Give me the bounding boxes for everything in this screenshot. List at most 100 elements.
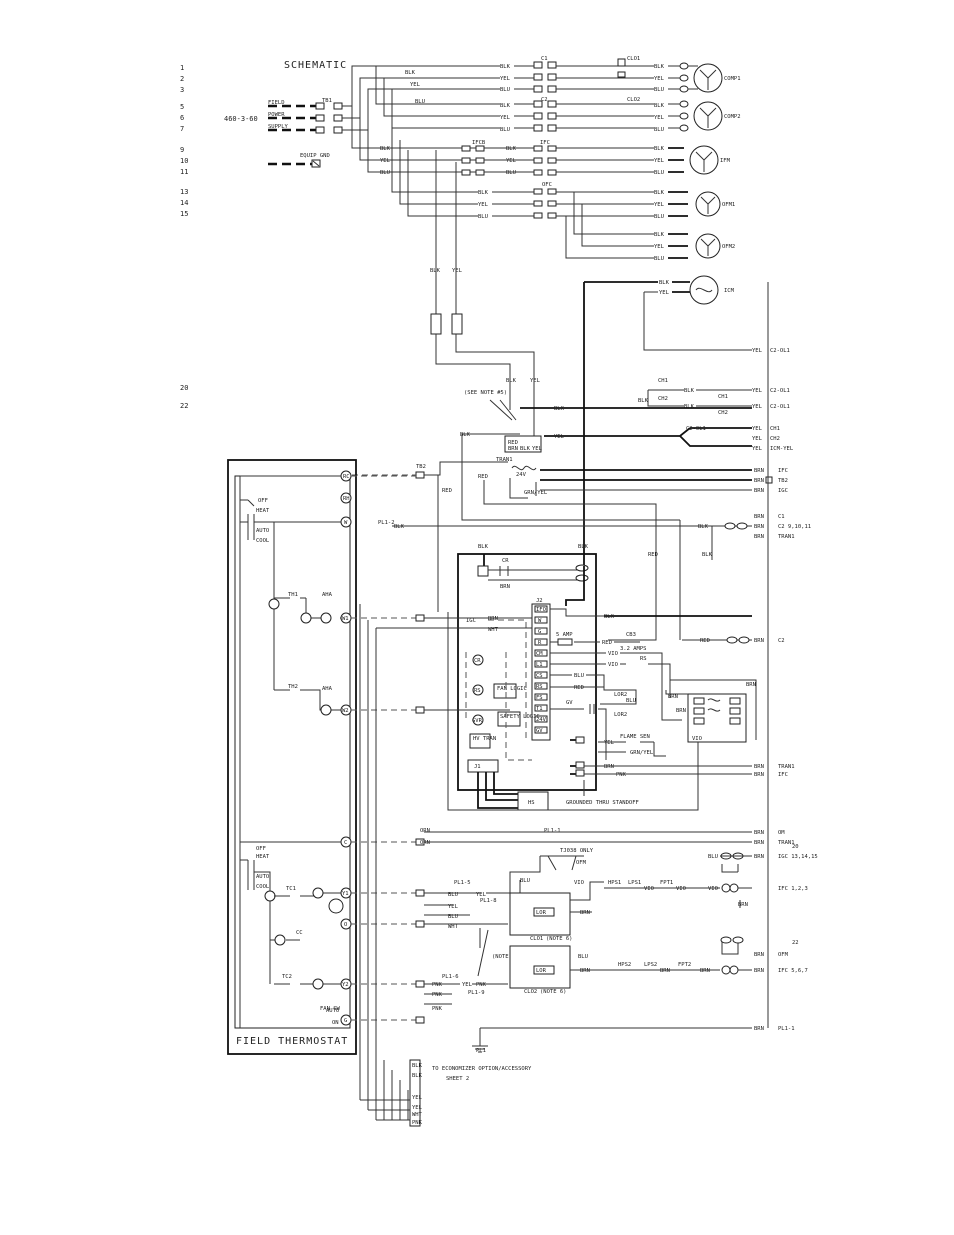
- wire-label: GRN/YEL: [630, 750, 654, 756]
- wire-label: YEL: [752, 426, 763, 432]
- wire-label: YEL: [752, 404, 763, 410]
- pin-label: G: [538, 629, 541, 635]
- terminal-label: Y2: [342, 982, 349, 988]
- wire-label: RED: [602, 640, 612, 646]
- tb1-label: TB1: [322, 98, 332, 104]
- wire-label: BLU: [500, 127, 510, 133]
- pin-label: FS: [536, 695, 543, 701]
- fan-switch-label: ON: [332, 1020, 339, 1026]
- ch-label: CH1: [718, 394, 728, 400]
- wire-label: YEL: [659, 290, 670, 296]
- wire-label: BLK: [412, 1073, 423, 1079]
- cr-label: CR: [474, 658, 481, 664]
- line-number: 20: [180, 384, 188, 392]
- thermostat-outline: [227, 459, 357, 1055]
- wire-label: YEL: [654, 76, 665, 82]
- fpt2-label: FPT2: [678, 962, 691, 968]
- wire-label: BRN: [604, 764, 614, 770]
- wire-label: YEL: [752, 436, 763, 442]
- economizer-harness: BLK BLK YEL YEL WHT PNK TO ECONOMIZER OP…: [360, 1059, 532, 1127]
- clo2-label: CLO2: [627, 97, 640, 103]
- wire-label: BRN: [754, 488, 764, 494]
- gvr-relay: [472, 714, 484, 726]
- note-label: (NOTE 3): [492, 954, 519, 960]
- ref-label: ICM-YEL: [770, 446, 794, 452]
- wire-label: YEL: [500, 115, 511, 121]
- wire-label: WHT: [488, 627, 499, 633]
- wire-label: BLK: [659, 280, 670, 286]
- terminal-label: G: [344, 1018, 347, 1024]
- terminal-label: O: [344, 922, 347, 928]
- tran1-secondary-label: 24V: [516, 472, 527, 478]
- icm-crankcase-section: BLK YEL ICM YEL CH1 CH2 BLK BLK CH1 CH2 …: [460, 275, 794, 554]
- wire-label: YEL: [462, 982, 473, 988]
- ofc-label: OFC: [542, 182, 552, 188]
- wire-label: RED: [478, 474, 488, 480]
- wire-label: BLK: [430, 268, 441, 274]
- line-number: 13: [180, 188, 188, 196]
- terminal-label: RH: [343, 496, 350, 502]
- wire-label: BRN: [668, 694, 678, 700]
- safety-logic-label: SAFETY LOGIC: [500, 714, 540, 720]
- thermostat-label: FIELD THERMOSTAT: [236, 1036, 348, 1047]
- wire-label: YEL: [448, 904, 459, 910]
- cr-label: CR: [502, 558, 509, 564]
- j2-pins: IFO W G R CM L1 CS RS FS T1 24V GV: [534, 605, 548, 734]
- clo2-label: CLO2: [524, 989, 537, 995]
- wire-label: BRN: [754, 638, 764, 644]
- gvr-label: GV: [566, 700, 573, 706]
- wire-label: VIO: [676, 886, 686, 892]
- line-number: 5: [180, 103, 184, 111]
- ref-label: IFC 5,6,7: [778, 968, 808, 974]
- rs-relay: [472, 684, 484, 696]
- wire-label: YEL: [410, 82, 421, 88]
- wire-label: BLK: [506, 146, 517, 152]
- wire-label: BRN: [676, 708, 686, 714]
- tran1-primary: [504, 435, 542, 453]
- tc1-label: TC1: [286, 886, 296, 892]
- wire-label: BLU: [500, 87, 510, 93]
- pin-label: 24V: [536, 717, 547, 723]
- pin-label: IFO: [536, 607, 546, 613]
- wire-label: VIO: [692, 736, 702, 742]
- comp1-label: COMP1: [724, 76, 741, 82]
- wire-label: BRN: [754, 524, 764, 530]
- flame-sensor-label: FLAME SEN: [620, 734, 650, 740]
- wire-label: YEL: [478, 202, 489, 208]
- wire-label: BRN: [700, 968, 710, 974]
- ifm-label: IFM: [720, 158, 731, 164]
- wire-label: BLU: [708, 854, 718, 860]
- cr-relay: [472, 654, 484, 666]
- wire-label: RED: [442, 488, 452, 494]
- line-number: 3: [180, 86, 184, 94]
- rs-label: RS: [474, 688, 481, 694]
- lor-label: LOR2: [614, 692, 627, 698]
- field-thermostat: FIELD THERMOSTAT RC RH W W1 W2 C Y1 O Y2…: [227, 459, 416, 1055]
- wire-label: BLK: [500, 103, 511, 109]
- note-label: (NOTE 6): [546, 936, 573, 942]
- ref-label: IFC: [778, 772, 788, 778]
- clo1-label: CLO1: [627, 56, 640, 62]
- switch-label: OFF: [256, 846, 266, 852]
- wire-label: BLU: [654, 256, 664, 262]
- ref-label: C2-OL1: [770, 348, 790, 354]
- gvr-label: GVR: [472, 718, 483, 724]
- supply-voltage: 460-3-60: [224, 115, 258, 123]
- 5amp-fuse: [557, 638, 573, 646]
- wire-label: YEL: [412, 1095, 423, 1101]
- wire-label: BLK: [638, 398, 649, 404]
- wire-label: VIO: [708, 886, 718, 892]
- ch-label: CH2: [718, 410, 728, 416]
- line-number: 6: [180, 114, 184, 122]
- tran1-label: TRAN1: [496, 457, 513, 463]
- ifcb-label: IFCB: [472, 140, 486, 146]
- terminal-label: W2: [342, 708, 349, 714]
- wire-label: BLK: [684, 388, 695, 394]
- wire-label: BRN: [754, 968, 764, 974]
- wire-label: BLK: [478, 190, 489, 196]
- ref-label: PL1-1: [778, 1026, 795, 1032]
- th2-label: TH2: [288, 684, 298, 690]
- wire-label: BLK: [478, 544, 489, 550]
- wire-label: BLK: [412, 1063, 423, 1069]
- wire-label: BLU: [448, 892, 458, 898]
